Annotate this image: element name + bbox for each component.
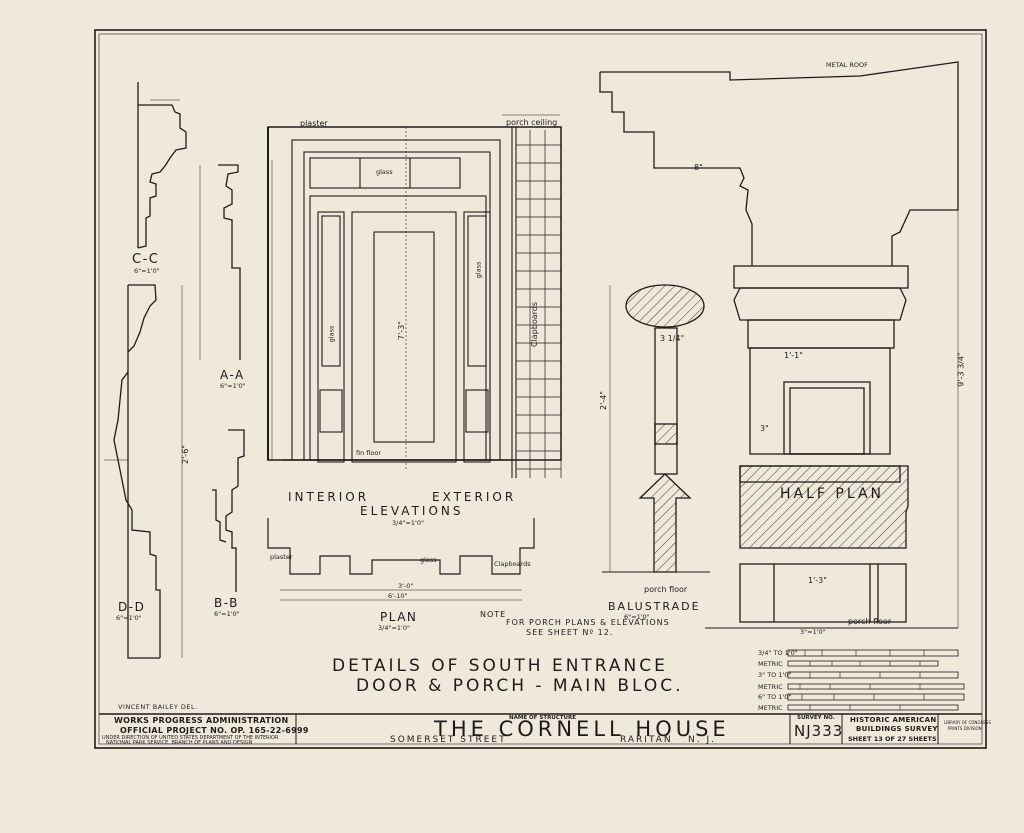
drawing-title-line-2: DOOR & PORCH - MAIN BLOC.	[356, 676, 684, 696]
sheet-number: SHEET 13 OF 27 SHEETS	[848, 735, 937, 743]
agency-line-2: OFFICIAL PROJECT NO. OP. 165-22-6999	[120, 726, 309, 735]
note-dim-3: 3"	[760, 424, 769, 433]
note-plan-mid: 3'-0"	[398, 582, 414, 590]
note-line-1: FOR PORCH PLANS & ELEVATIONS	[506, 618, 670, 627]
label-exterior: EXTERIOR	[432, 490, 517, 504]
scale-half-plan: 3"=1'0"	[800, 628, 826, 636]
delineator: VINCENT BAILEY DEL.	[118, 703, 198, 711]
scale-aa: 6"=1'0"	[220, 382, 246, 390]
label-interior: INTERIOR	[288, 490, 370, 504]
scale-label-4: METRIC	[758, 683, 783, 691]
clapboards	[516, 130, 562, 478]
scale-balustrade: 6"=1'0"	[624, 613, 650, 621]
street: SOMERSET STREET	[390, 735, 507, 745]
note-line-2: SEE SHEET Nº 12.	[526, 628, 614, 637]
note-dim-8: 8"	[694, 163, 703, 172]
inner-border	[98, 33, 983, 745]
note-plan-glass: glass	[420, 556, 437, 564]
label-balustrade: BALUSTRADE	[608, 600, 701, 613]
note-baluster-height: 2'-4"	[598, 391, 608, 410]
survey-caption: SURVEY NO.	[797, 715, 835, 721]
note-porch-ceiling: porch ceiling	[506, 118, 558, 127]
scale-plan: 3/4"=1'0"	[378, 624, 410, 632]
label-half-plan: HALF PLAN	[780, 486, 885, 502]
note-metal-roof: METAL ROOF	[826, 61, 868, 69]
note-porch-floor-balustrade: porch floor	[644, 585, 688, 594]
note-porch-floor-column: porch floor	[848, 617, 892, 626]
graphic-scale-ticks	[799, 650, 925, 710]
note-glass-transom: glass	[376, 168, 393, 176]
note-col-height: 9'-3 3/4"	[956, 352, 966, 387]
note-glass-right: glass	[474, 261, 483, 279]
scale-dd: 6"=1'0"	[116, 614, 142, 622]
column-section	[599, 61, 959, 629]
note-plan-plaster: plaster	[270, 553, 293, 561]
note-plaster: plaster	[300, 119, 328, 128]
scale-label-2: METRIC	[758, 660, 783, 668]
scale-bb: 6"=1'0"	[214, 610, 240, 618]
agency-line-3: UNDER DIRECTION OF UNITED STATES DEPARTM…	[102, 735, 279, 741]
note-dd-height: 2'-6"	[180, 445, 190, 464]
scale-label-3: 3" TO 1'0"	[758, 671, 792, 679]
label-dd: D-D	[118, 600, 146, 614]
scale-label-5: 6" TO 1'0"	[758, 693, 792, 701]
name-caption: NAME OF STRUCTURE	[509, 715, 577, 721]
structure-name: THE CORNELL HOUSE	[434, 717, 730, 741]
state: N. J.	[688, 735, 716, 745]
note-plan-total: 6'-10"	[388, 592, 408, 600]
note-plan-clapboards: Clapboards	[494, 560, 531, 568]
label-aa: A-A	[220, 368, 245, 382]
town: RARITAN	[620, 735, 673, 745]
profile-dd	[104, 284, 183, 659]
label-bb: B-B	[214, 596, 239, 610]
title-block-lines	[99, 713, 982, 744]
loc-line-1: LIBRARY OF CONGRESS	[944, 720, 991, 725]
survey-number: NJ333	[794, 722, 844, 740]
profile-cc	[137, 82, 187, 249]
profile-bb	[212, 429, 245, 592]
scale-label-1: 3/4" TO 1'0"	[758, 649, 798, 657]
balustrade	[602, 284, 710, 573]
note-fin-floor: fin floor	[356, 449, 382, 457]
note-door-height: 7'-3"	[396, 321, 406, 340]
agency-line-4: NATIONAL PARK SERVICE, BRANCH OF PLANS A…	[106, 740, 253, 746]
drawing-title-line-1: DETAILS OF SOUTH ENTRANCE	[332, 656, 668, 676]
outer-border	[94, 29, 987, 749]
loc-line-2: PRINTS DIVISION	[948, 726, 982, 731]
label-elevations: ELEVATIONS	[360, 504, 464, 518]
half-plan-hatch	[739, 465, 909, 549]
door-plan	[267, 518, 535, 601]
label-plan: PLAN	[380, 610, 418, 624]
note-label: NOTE	[480, 610, 507, 619]
door-elevation	[267, 114, 562, 478]
profile-aa	[199, 164, 241, 360]
scale-cc: 6"=1'0"	[134, 267, 160, 275]
note-glass-left: glass	[327, 325, 336, 343]
note-baluster-rail: 3 1/4"	[660, 334, 685, 343]
agency-line-1: WORKS PROGRESS ADMINISTRATION	[114, 716, 289, 725]
label-cc: C-C	[132, 252, 160, 267]
habs-line-2: BUILDINGS SURVEY	[856, 725, 938, 733]
note-half-width: 1'-1"	[784, 351, 803, 360]
scale-elevations: 3/4"=1'0"	[392, 519, 424, 527]
scale-label-6: METRIC	[758, 704, 783, 712]
habs-line-1: HISTORIC AMERICAN	[850, 716, 937, 724]
note-clapboards: Clapboards	[530, 301, 540, 348]
note-base-width: 1'-3"	[808, 576, 827, 585]
graphic-scales	[787, 649, 965, 711]
